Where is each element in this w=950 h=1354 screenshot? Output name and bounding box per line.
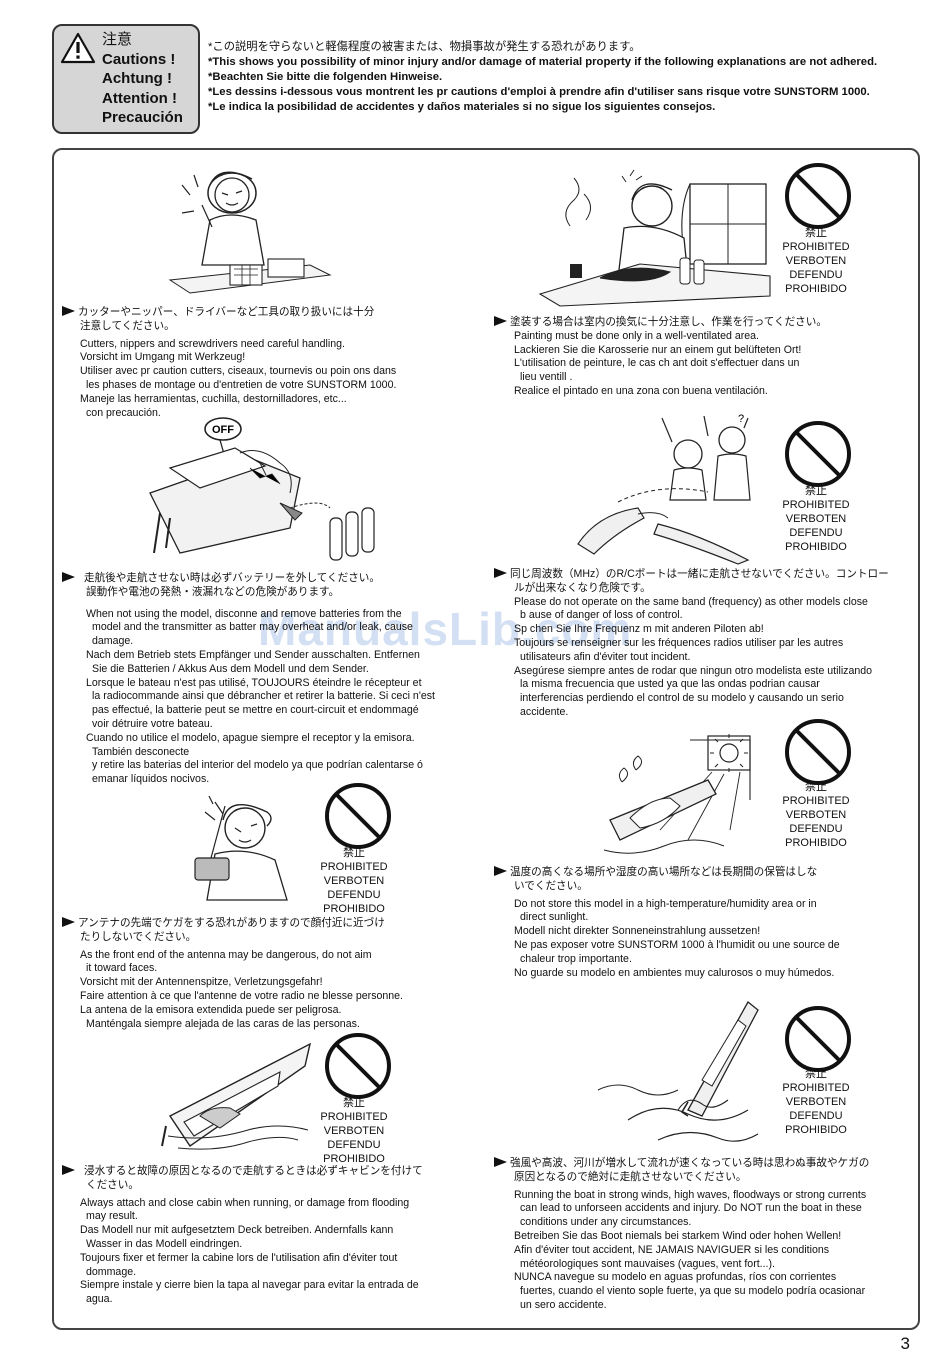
header-note-fr: *Les dessins i-dessous vous montrent les… [208,86,870,98]
off-label: OFF [212,424,234,436]
arrow-icon [62,572,75,582]
arrow-icon [494,316,507,326]
caution-words: 注意 Cautions ! Achtung ! Attention ! Prec… [102,30,183,128]
antenna-illustration [194,795,288,901]
prohibited-icon [785,719,851,785]
arrow-icon [62,306,75,316]
arrow-icon [62,1165,75,1175]
svg-text:?: ? [738,413,744,425]
section-frequency: 同じ周波数（MHz）のR/Cボートは一緒に走航させないでください。コントロー ル… [494,568,889,720]
header-note-de: *Beachten Sie bitte die folgenden Hinwei… [208,71,443,83]
caution-de: Achtung ! [102,70,172,87]
arrow-icon [494,1157,507,1167]
prohibited-icon [785,421,851,487]
arrow-icon [494,568,507,578]
battery-illustration: OFF [149,417,375,561]
section-tools: カッターやニッパー、ドライバーなど工具の取り扱いには十分 注意してください。 C… [62,306,396,420]
prohibited-icon [325,1033,391,1099]
caution-box: 注意 Cautions ! Achtung ! Attention ! Prec… [52,24,200,134]
section-painting: 塗装する場合は室内の換気に十分注意し、作業を行ってください。 Painting … [494,316,827,399]
section-weather: 強風や高波、河川が増水して流れが速くなっている時は思わぬ事故やケガの 原因となる… [494,1157,869,1313]
section-temperature: 温度の高くなる場所や湿度の高い場所などは長期間の保管はしな いでください。 Do… [494,866,840,980]
warning-triangle-icon [60,32,96,69]
caution-fr: Attention ! [102,89,177,107]
caution-en: Cautions ! [102,50,176,68]
arrow-icon [62,917,75,927]
prohibited-icon [785,1006,851,1072]
tools-illustration [168,171,332,294]
watermark: ManualsLib.com [258,603,633,655]
weather-illustration [597,1001,759,1142]
page-number: 3 [900,1334,910,1353]
content-frame [52,148,920,1330]
section-battery: 走航後や走航させない時は必ずバッテリーを外してください。 誤動作や電池の発熱・液… [62,572,435,787]
header-notes: *この説明を守らないと軽傷程度の被害または、物損事故が発生する恐れがあります。 … [208,40,877,115]
header-note-jp: *この説明を守らないと軽傷程度の被害または、物損事故が発生する恐れがあります。 [208,41,641,53]
caution-es: Precaución [102,109,183,126]
prohibited-icon [325,783,391,849]
header-note-en: *This shows you possibility of minor inj… [208,56,878,68]
temperature-illustration [603,734,751,854]
frequency-illustration: ? [577,413,751,565]
prohibited-icon [785,163,851,229]
section-antenna: アンテナの先端でケガをする恐れがありますので顔付近に近づけ たりしないでください… [62,917,403,1031]
caution-japanese: 注意 [102,31,133,48]
cabin-illustration [161,1042,312,1150]
arrow-icon [494,866,507,876]
header-note-es: *Le indica la posibilidad de accidentes … [208,101,716,113]
painting-illustration [538,169,771,307]
section-cabin: 浸水すると故障の原因となるので走航するときは必ずキャビンを付けて ください。 A… [62,1165,423,1307]
